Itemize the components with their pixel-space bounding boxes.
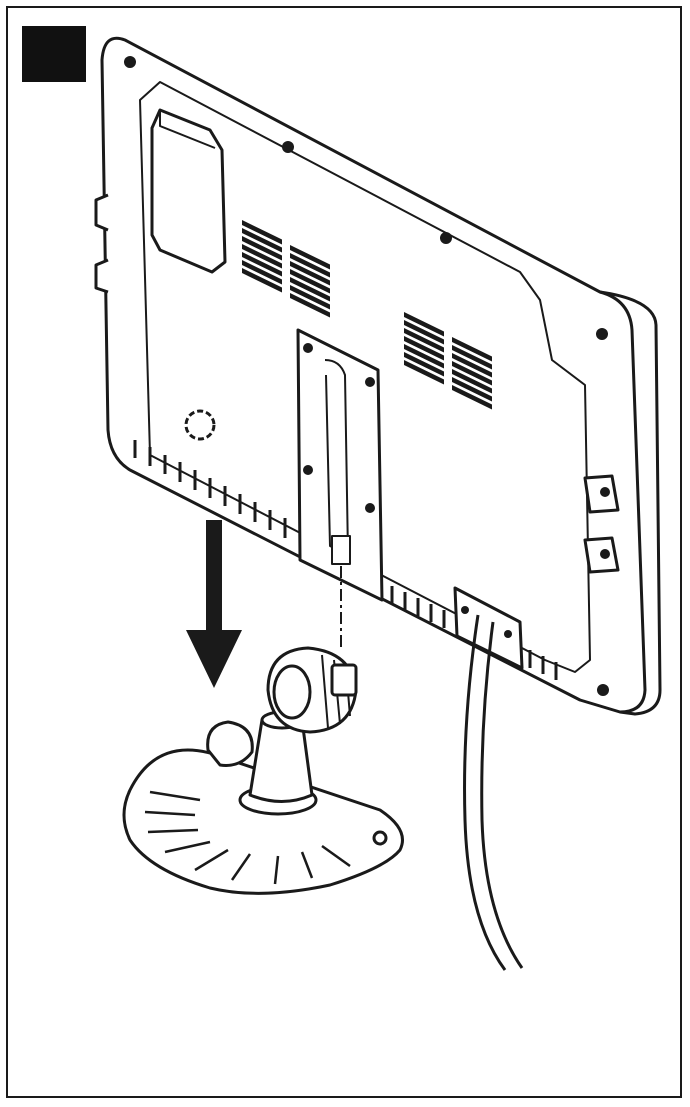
arrow-down-icon xyxy=(186,520,242,688)
monitor-back-icon xyxy=(94,36,662,716)
step-number-badge xyxy=(22,26,86,82)
screws xyxy=(124,56,610,696)
speaker-grille xyxy=(184,409,216,441)
cooling-fins xyxy=(133,440,558,680)
cable-icon xyxy=(463,614,524,971)
suction-mount-icon xyxy=(122,646,404,895)
